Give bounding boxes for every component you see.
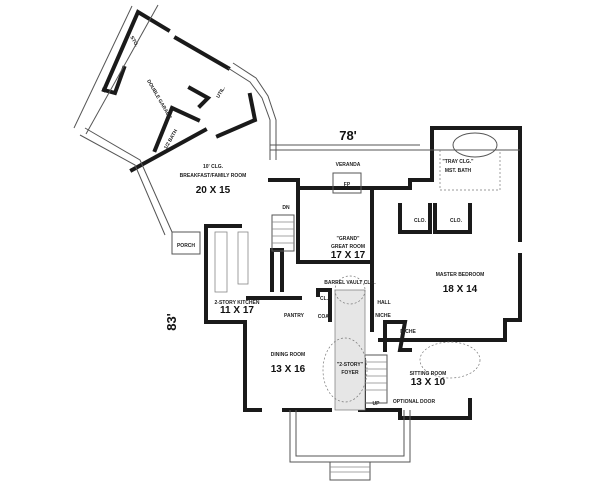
fireplace-label: FP (344, 182, 351, 188)
storage-label: STO. (128, 35, 139, 49)
garage-label: DOUBLE GARAGE (145, 79, 173, 121)
kitchen-counter (214, 231, 228, 293)
stairs-upper (271, 214, 295, 252)
closet-label: CL. (320, 296, 329, 302)
stairs-up-label: UP (373, 401, 381, 407)
great-room-label: GREAT ROOM (331, 244, 365, 250)
porch-label: PORCH (177, 243, 195, 249)
vault-label: BARREL VAULT CLG. (324, 280, 376, 286)
width-dimension: 78' (339, 128, 357, 143)
pantry-label: PANTRY (284, 313, 305, 319)
utility-label: UTIL. (215, 85, 227, 99)
details (171, 132, 501, 481)
breakfast-note: 10' CLG. (203, 164, 224, 170)
coat-label: COA. (318, 314, 331, 320)
niche-label: NICHE (375, 313, 391, 319)
optional-door-label: OPTIONAL DOOR (393, 399, 436, 405)
fireplace (332, 172, 362, 194)
great-room-size: 17 X 17 (331, 250, 366, 261)
dining-label: DINING ROOM (271, 352, 305, 358)
vaulted-foyer-floor (334, 289, 366, 411)
side-porch (171, 231, 201, 255)
closet-2-label: CLO. (450, 218, 463, 224)
sitting-size: 13 X 10 (411, 377, 446, 388)
kitchen-label: 2-STORY KITCHEN (215, 300, 260, 306)
breakfast-size: 20 X 15 (196, 185, 231, 196)
stairs-down-label: DN (282, 205, 290, 211)
master-bath-label: MST. BATH (445, 168, 472, 174)
veranda-label: VERANDA (336, 162, 361, 168)
hall-label: HALL (377, 300, 390, 306)
depth-dimension: 83' (164, 313, 179, 331)
dining-size: 13 X 16 (271, 364, 306, 375)
garage-wing (73, 4, 277, 236)
foyer-note: "2-STORY" (337, 362, 364, 368)
stairs-foyer (364, 354, 388, 404)
master-label: MASTER BEDROOM (436, 272, 485, 278)
bath-note: "TRAY CLG." (442, 159, 474, 165)
breakfast-label: BREAKFAST/FAMILY ROOM (180, 173, 247, 179)
master-size: 18 X 14 (443, 284, 478, 295)
kitchen-size: 11 X 17 (220, 305, 254, 316)
niche-label-2: NICHE (400, 329, 416, 335)
bathtub (452, 132, 498, 158)
kitchen-island (237, 231, 249, 285)
sitting-label: SITTING ROOM (410, 371, 447, 377)
front-porch (289, 410, 411, 481)
closet-1-label: CLO. (414, 218, 427, 224)
great-note: "GRAND" (336, 236, 360, 242)
foyer-label: FOYER (341, 370, 359, 376)
